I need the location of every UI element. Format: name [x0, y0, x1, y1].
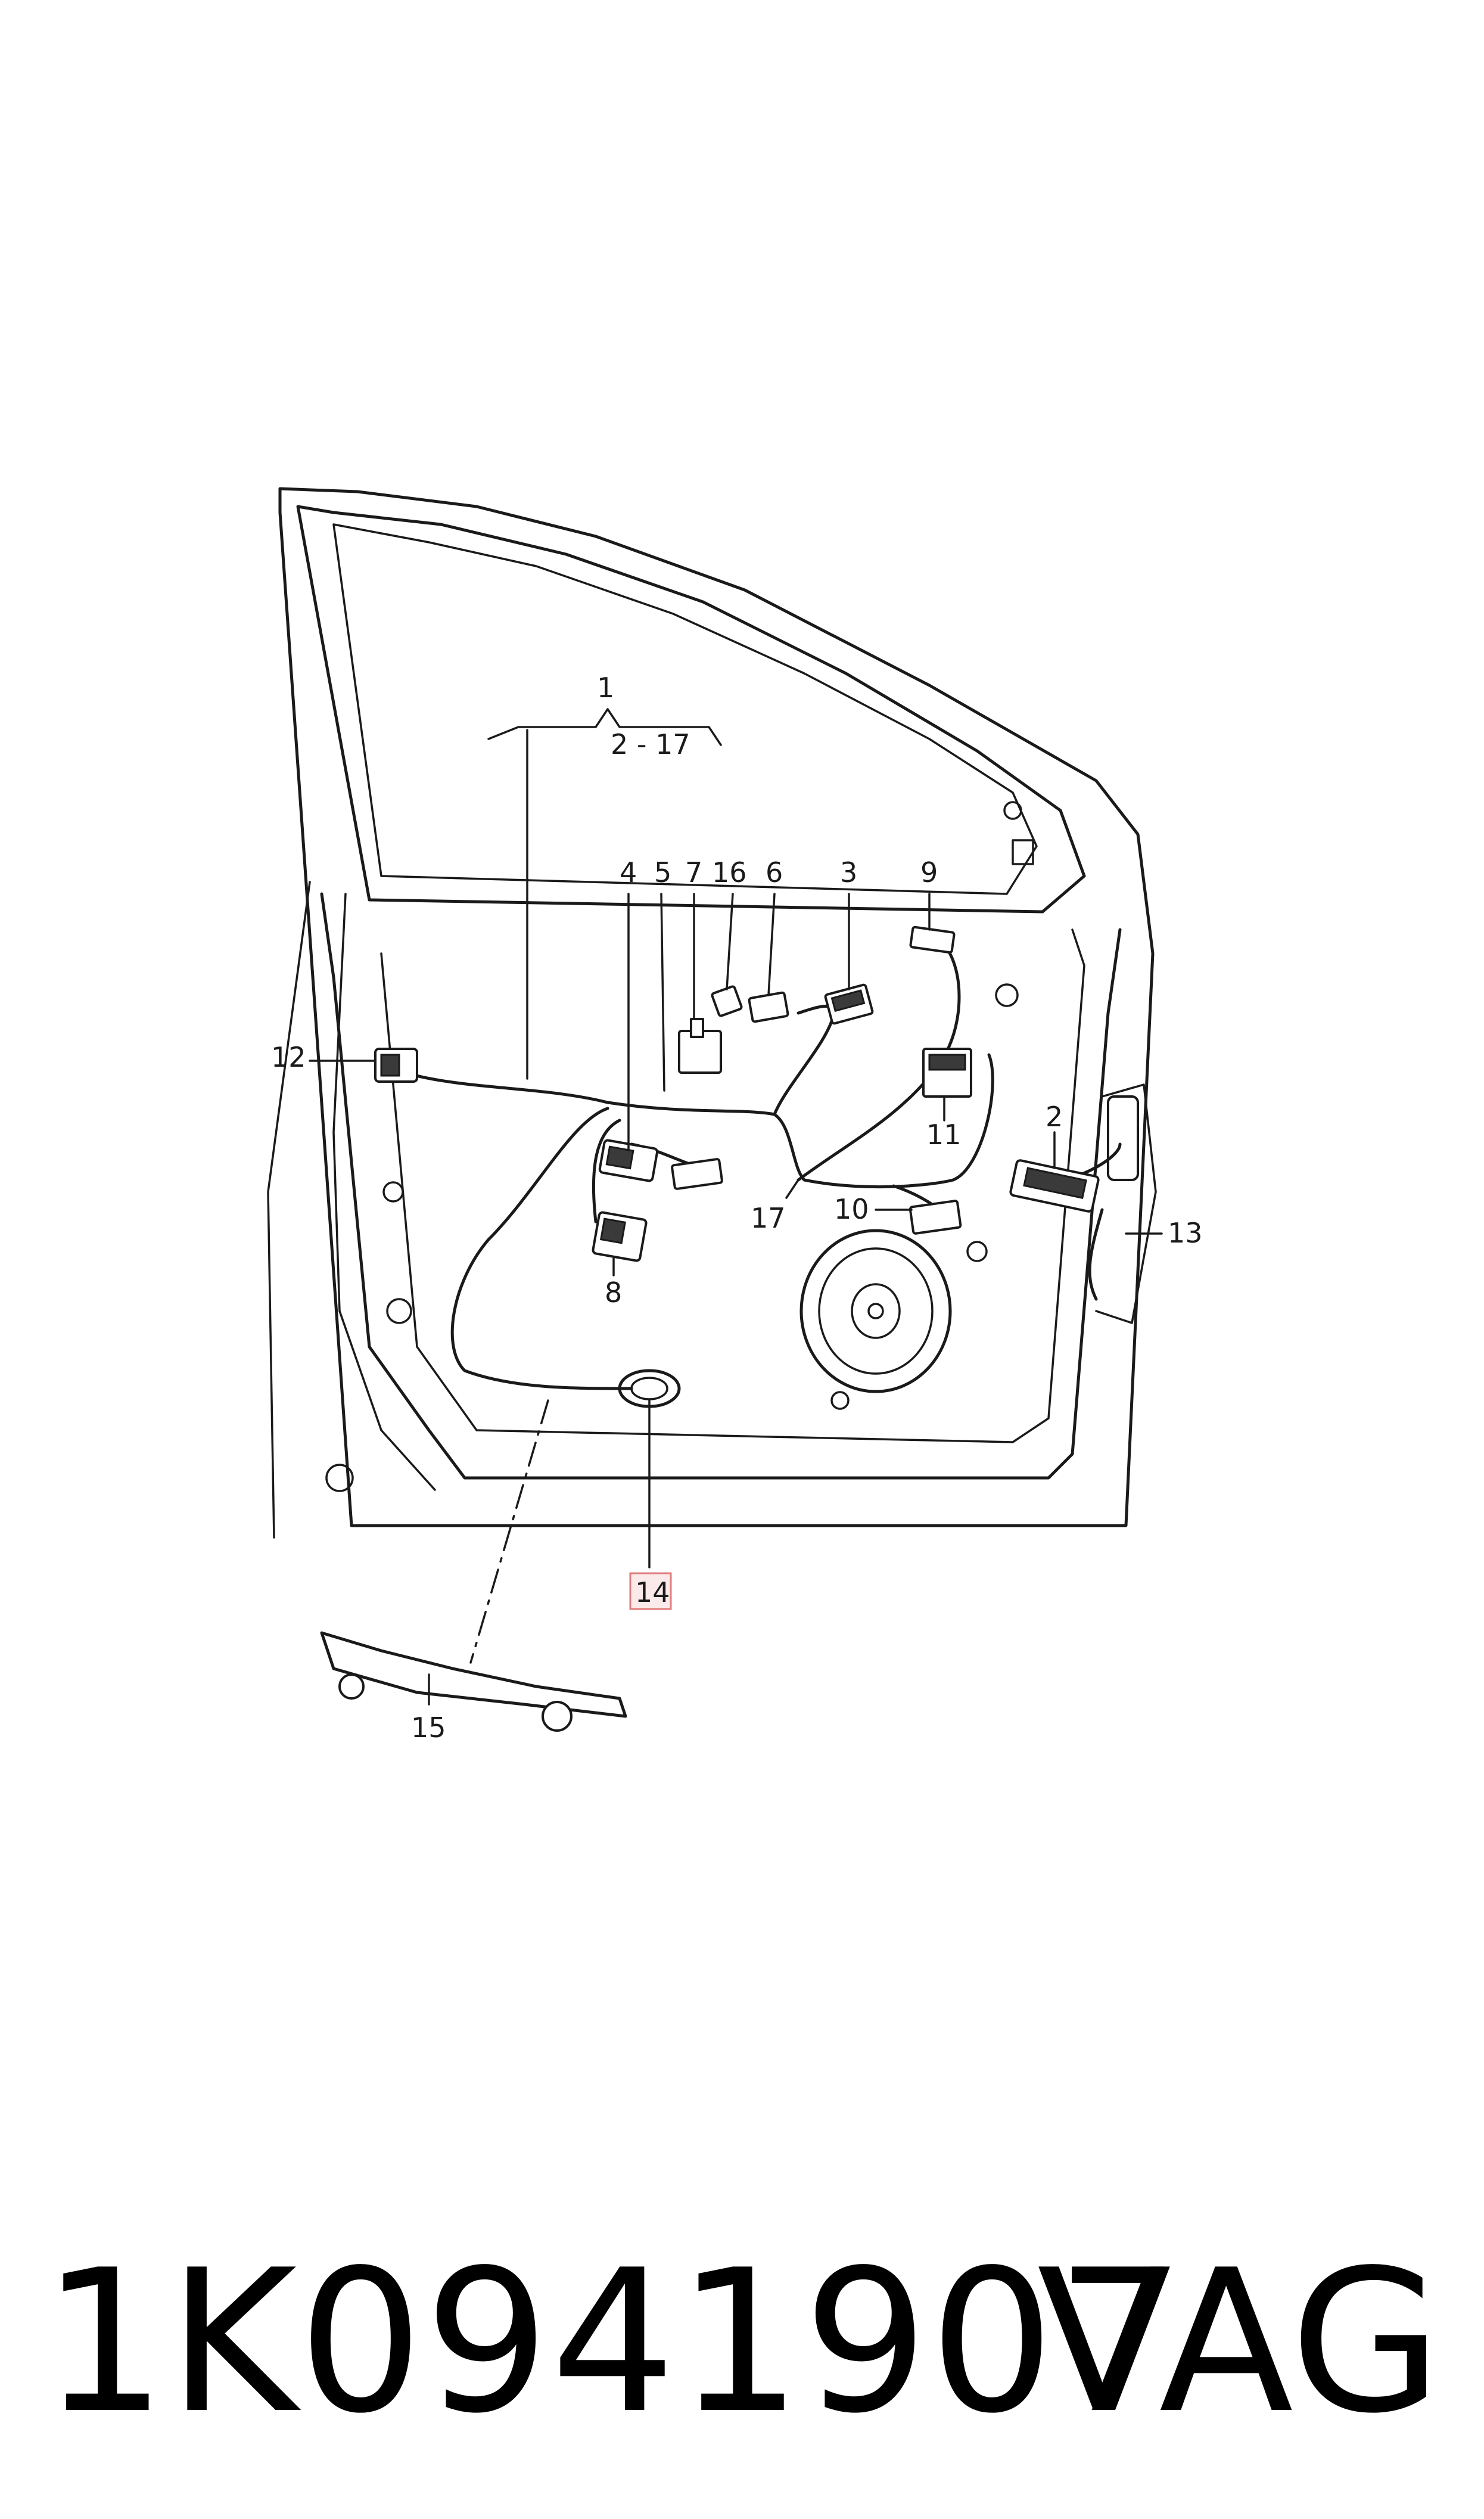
mounting-hole [830, 1391, 850, 1410]
mounting-slot [1012, 839, 1034, 865]
wiring-harness-lower-loop [450, 1107, 633, 1390]
bracket-1 [487, 708, 722, 746]
speaker-outer [799, 1229, 952, 1393]
wiring-harness-main [385, 1053, 994, 1189]
connector-11 [922, 1048, 972, 1098]
mounting-hole [995, 983, 1019, 1007]
callout-14-highlight [629, 1572, 672, 1610]
connector-12 [374, 1048, 418, 1083]
connector-5 [671, 1158, 723, 1190]
speaker-cone [851, 1283, 901, 1339]
callout-15: 15 [411, 1712, 446, 1744]
mounting-hole [386, 1298, 412, 1324]
leader-17 [785, 1179, 799, 1199]
part-number: 1K0941907 [42, 2228, 1183, 2456]
door-left-edge [267, 881, 311, 1539]
connector-7 [678, 1018, 722, 1074]
connector-16 [711, 985, 743, 1017]
callout-10: 10 [834, 1193, 869, 1225]
connector-8 [592, 1211, 648, 1262]
speaker-center [867, 1303, 884, 1319]
connector-9 [909, 925, 956, 954]
door-handle-recess [1095, 1083, 1157, 1324]
trim-clip [542, 1701, 573, 1732]
connector-3 [824, 983, 874, 1025]
door-panel-body [320, 892, 1122, 1480]
door-handle-bracket [1107, 1095, 1139, 1181]
wiring-harness-riser [773, 1004, 836, 1116]
door-outer-frame [278, 487, 1155, 1527]
callout-17: 17 [751, 1202, 786, 1234]
mounting-hole [382, 1181, 404, 1203]
speaker-middle [818, 1247, 934, 1375]
wiring-harness-branch-13 [1088, 1208, 1104, 1301]
callout-11: 11 [926, 1119, 962, 1151]
callout-14: 14 [635, 1576, 670, 1608]
callout-3: 3 [840, 856, 857, 889]
connector-2 [1009, 1159, 1100, 1213]
wiring-harness-branch-4 [592, 1119, 621, 1223]
leader-16 [726, 893, 734, 990]
door-inner-frame [296, 505, 1086, 914]
callout-6: 6 [766, 856, 783, 889]
trim-clip [338, 1673, 365, 1700]
connector-4 [598, 1139, 659, 1182]
callout-5: 5 [654, 856, 671, 889]
callout-16: 16 [712, 856, 747, 889]
door-panel-inner-edge [380, 928, 1085, 1443]
mounting-hole [966, 1241, 988, 1262]
callout-4: 4 [620, 856, 637, 889]
connector-10 [909, 1200, 962, 1235]
leader-15-dashdot [469, 1399, 549, 1664]
connector-6 [748, 991, 789, 1023]
mounting-hole [1003, 801, 1022, 820]
door-left-edge-2 [332, 893, 436, 1491]
mounting-hole [325, 1464, 354, 1492]
callout-7: 7 [685, 856, 702, 889]
callout-9: 9 [920, 856, 938, 889]
callout-2: 2 [1046, 1101, 1063, 1133]
callout-8: 8 [605, 1276, 622, 1309]
door-wiring-diagram: 1 2 - 17 4 5 7 16 6 3 9 12 11 2 13 10 17… [267, 487, 1203, 1744]
callout-12: 12 [271, 1041, 306, 1073]
callout-1: 1 [597, 672, 614, 704]
callout-1-range: 2 - 17 [611, 728, 690, 760]
callout-13: 13 [1168, 1217, 1203, 1249]
brand-name: VAG [1037, 2228, 1442, 2456]
leader-5 [660, 893, 665, 1092]
leader-6 [767, 893, 776, 996]
footer: 1K0941907 VAG [0, 2217, 1484, 2467]
trim-strip-15 [320, 1631, 627, 1718]
grommet-14-inner [630, 1377, 668, 1400]
window-frame [332, 523, 1038, 895]
